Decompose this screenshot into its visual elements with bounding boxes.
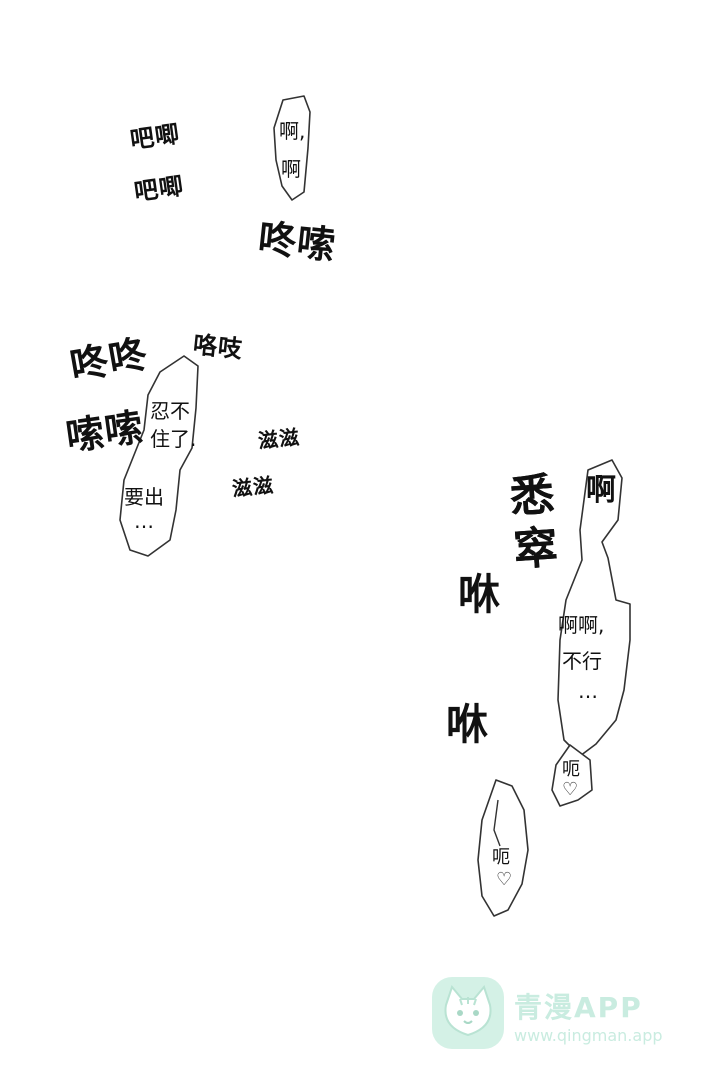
sfx-xiu-1: 咻 (458, 570, 502, 619)
speech-bubble-e (477, 779, 529, 917)
bubble-b-line2: 住了. (150, 427, 197, 451)
bubble-c-line1: 啊啊, (558, 613, 605, 637)
sfx-geji: 咯吱 (191, 330, 245, 364)
speech-bubble-d (551, 744, 593, 807)
cat-face-icon (432, 977, 504, 1049)
speech-bubble-b (119, 355, 199, 557)
bubble-c-line2: 不行 (562, 649, 602, 673)
speech-bubble-a (273, 95, 311, 201)
bubble-b-line1: 忍不 (150, 399, 190, 423)
sfx-a-right: 啊 (586, 473, 617, 508)
sfx-xisu: 悉窣 (508, 469, 561, 576)
watermark-name: 青漫APP (514, 991, 643, 1024)
bubble-d-text: 呃 (562, 759, 580, 780)
bubble-b-line3: 要出 (124, 485, 164, 509)
bubble-b-line4: … (134, 509, 154, 533)
heart-icon: ♡ (496, 869, 513, 890)
speech-bubble-c (557, 459, 631, 757)
sweat-line (493, 799, 501, 847)
sfx-zizi-2: 滋滋 (230, 472, 276, 502)
heart-icon: ♡ (562, 779, 579, 800)
sfx-xiu-2: 咻 (446, 700, 490, 749)
sfx-gudu-top: 咚嗦 (256, 216, 339, 268)
bubble-a-line2: 啊 (281, 157, 301, 181)
bubble-a-line1: 啊, (279, 119, 306, 143)
bubble-e-text: 呃 (492, 847, 510, 868)
sfx-zizi-1: 滋滋 (256, 424, 302, 454)
watermark-url: www.qingman.app (514, 1026, 663, 1045)
bubble-c-line3: … (578, 679, 598, 703)
